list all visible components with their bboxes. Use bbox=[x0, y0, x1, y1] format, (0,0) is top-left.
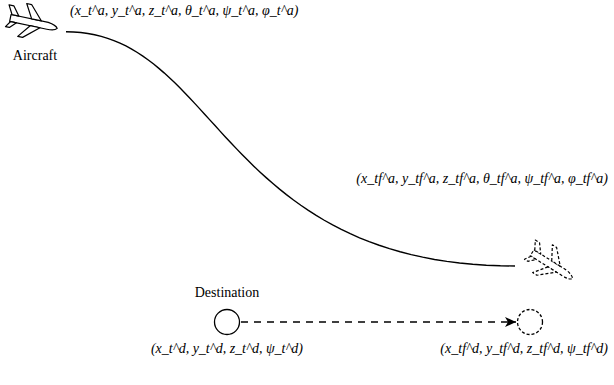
plane-part bbox=[545, 245, 568, 266]
final-aircraft-icon bbox=[515, 240, 585, 290]
destination-circle bbox=[213, 308, 241, 336]
circle-outline bbox=[215, 310, 240, 335]
circle-outline bbox=[518, 310, 543, 335]
plane-part bbox=[533, 262, 557, 284]
destination-motion-arrow bbox=[241, 321, 516, 322]
diagram-node: (x_t^a, y_t^a, z_t^a, θ_t^a, ψ_t^a, φ_t^… bbox=[4, 2, 66, 64]
diagram-node: Destination(x_t^d, y_t^d, z_t^d, ψ_t^d) bbox=[213, 308, 241, 336]
state-tuple: (x_tf^d, y_tf^d, z_tf^d, ψ_tf^d) bbox=[440, 340, 608, 358]
plane-part bbox=[18, 24, 40, 41]
plane-part bbox=[5, 21, 16, 29]
diagram-node: (x_tf^a, y_tf^a, z_tf^a, θ_tf^a, ψ_tf^a,… bbox=[515, 240, 585, 290]
plane-outline bbox=[3, 0, 61, 44]
final-destination-circle bbox=[516, 308, 544, 336]
node-label: Aircraft bbox=[4, 47, 66, 65]
plane-part bbox=[531, 240, 546, 254]
plane-part bbox=[24, 4, 45, 21]
plane-part bbox=[524, 254, 536, 264]
trajectory-curve bbox=[66, 32, 515, 266]
state-tuple: (x_tf^a, y_tf^a, z_tf^a, θ_tf^a, ψ_tf^a,… bbox=[356, 170, 608, 188]
diagram-node: (x_tf^d, y_tf^d, z_tf^d, ψ_tf^d) bbox=[516, 308, 544, 336]
plane-outline bbox=[520, 236, 582, 292]
state-tuple: (x_t^d, y_t^d, z_t^d, ψ_t^d) bbox=[117, 340, 337, 358]
node-label: Destination bbox=[167, 284, 287, 302]
plane-part bbox=[7, 5, 21, 16]
state-tuple: (x_t^a, y_t^a, z_t^a, θ_t^a, ψ_t^a, φ_t^… bbox=[70, 2, 298, 20]
